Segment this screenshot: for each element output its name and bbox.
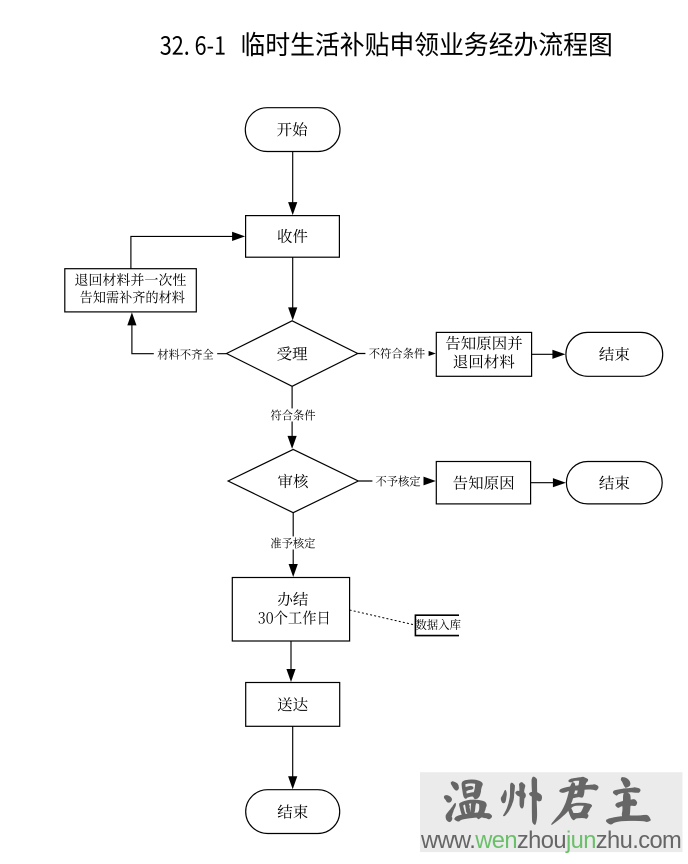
svg-text:www.wenzhoujunzhu.com: www.wenzhoujunzhu.com [420, 828, 681, 854]
